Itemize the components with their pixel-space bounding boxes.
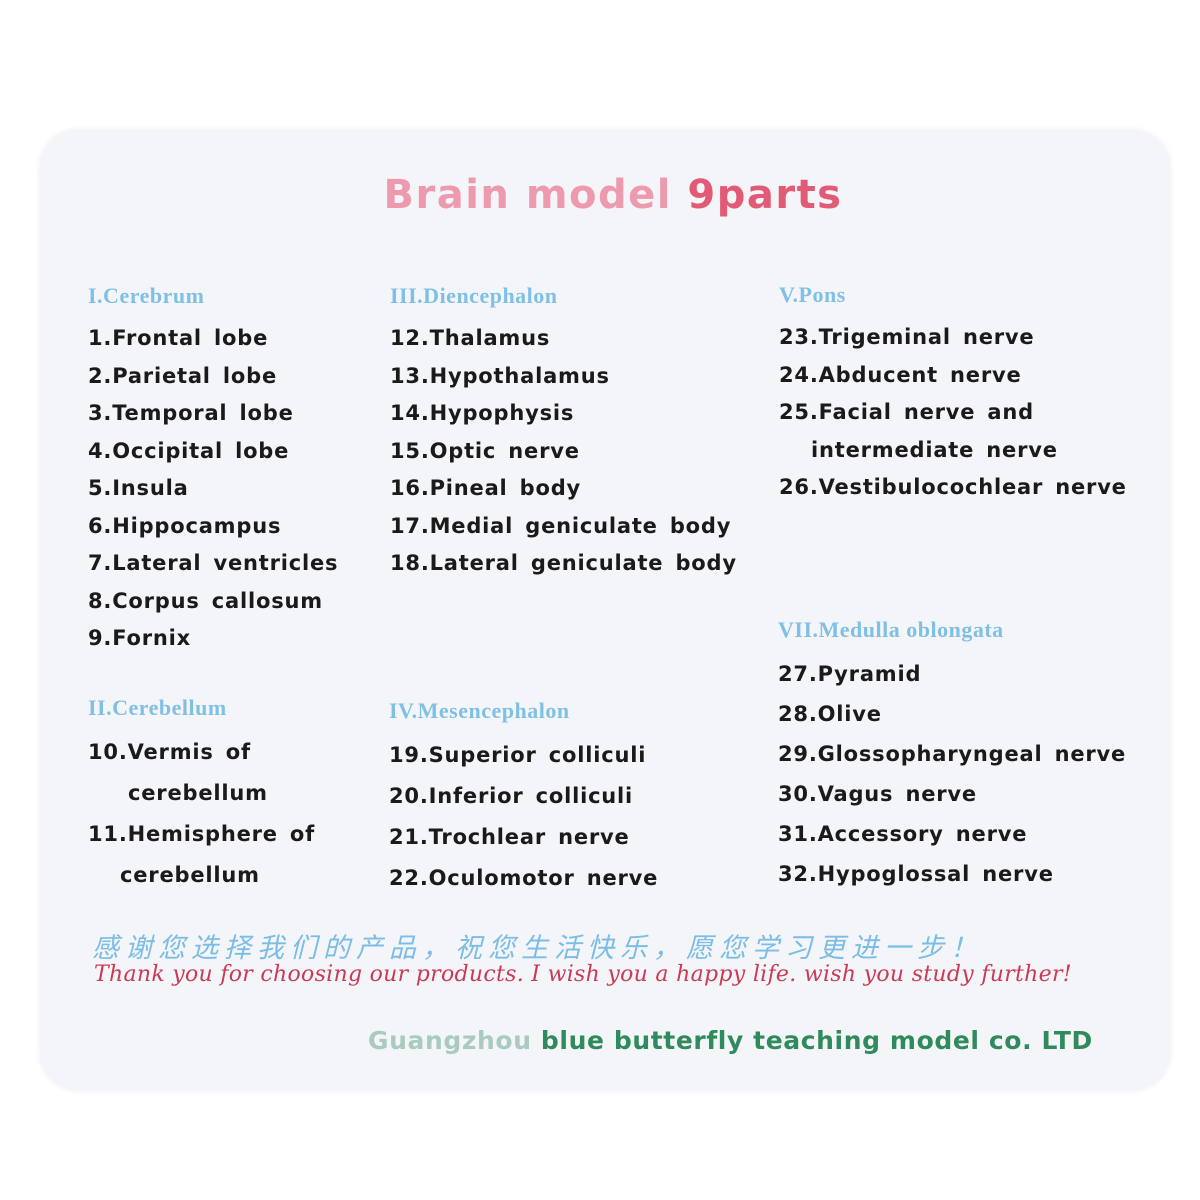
list-item: 14.Hypophysis bbox=[390, 401, 575, 425]
page-title: Brain model 9parts bbox=[0, 172, 1200, 218]
list-item: 5.Insula bbox=[88, 476, 189, 500]
section-heading: II.Cerebellum bbox=[88, 695, 227, 720]
list-item: 31.Accessory nerve bbox=[778, 822, 1028, 846]
list-item: 24.Abducent nerve bbox=[779, 362, 1022, 387]
list-item: 20.Inferior colliculi bbox=[389, 784, 634, 808]
list-item-continuation: cerebellum bbox=[128, 781, 268, 805]
list-item: 28.Olive bbox=[778, 702, 882, 726]
list-item: 15.Optic nerve bbox=[390, 438, 580, 463]
title-part-1: Brain model bbox=[383, 172, 672, 218]
title-part-2: 9parts bbox=[671, 172, 843, 218]
section-heading: V.Pons bbox=[779, 282, 846, 307]
list-item: 21.Trochlear nerve bbox=[389, 825, 630, 849]
list-item: 12.Thalamus bbox=[390, 326, 551, 350]
list-item: 2.Parietal lobe bbox=[88, 363, 278, 388]
list-item: 23.Trigeminal nerve bbox=[779, 325, 1035, 349]
list-item-continuation: cerebellum bbox=[120, 863, 260, 887]
company-name-part-1: Guangzhou bbox=[368, 1026, 541, 1055]
section-diencephalon: III.Diencephalon 12.Thalamus 13.Hypothal… bbox=[390, 280, 737, 583]
section-heading: I.Cerebrum bbox=[88, 283, 205, 308]
section-cerebellum: II.Cerebellum 10.Vermis of cerebellum 11… bbox=[88, 692, 315, 896]
list-item: 10.Vermis of bbox=[88, 740, 251, 764]
list-item: 11.Hemisphere of bbox=[88, 822, 316, 846]
section-heading: IV.Mesencephalon bbox=[389, 698, 570, 723]
list-item: 6.Hippocampus bbox=[88, 513, 282, 538]
thanks-message-chinese: 感谢您选择我们的产品，祝您生活快乐，愿您学习更进一步！ bbox=[92, 933, 983, 964]
list-item: 29.Glossopharyngeal nerve bbox=[778, 742, 1127, 766]
list-item: 8.Corpus callosum bbox=[88, 588, 323, 613]
list-item: 7.Lateral ventricles bbox=[88, 551, 339, 575]
list-item: 19.Superior colliculi bbox=[389, 743, 647, 767]
section-mesencephalon: IV.Mesencephalon 19.Superior colliculi 2… bbox=[389, 695, 658, 899]
list-item: 16.Pineal body bbox=[390, 476, 582, 500]
section-pons: V.Pons 23.Trigeminal nerve 24.Abducent n… bbox=[779, 279, 1127, 507]
list-item: 25.Facial nerve and bbox=[779, 400, 1034, 424]
list-item: 3.Temporal lobe bbox=[88, 401, 294, 425]
section-heading: VII.Medulla oblongata bbox=[778, 617, 1004, 642]
list-item: 30.Vagus nerve bbox=[778, 782, 977, 806]
list-item: 22.Oculomotor nerve bbox=[389, 866, 659, 890]
company-name-part-2: blue butterfly teaching model co. LTD bbox=[540, 1026, 1093, 1055]
list-item: 13.Hypothalamus bbox=[390, 363, 610, 388]
section-cerebrum: I.Cerebrum 1.Frontal lobe 2.Parietal lob… bbox=[88, 280, 338, 658]
list-item-continuation: intermediate nerve bbox=[811, 437, 1058, 462]
label-card bbox=[40, 130, 1170, 1090]
thanks-message-english: Thank you for choosing our products. I w… bbox=[94, 962, 1072, 987]
company-name: Guangzhou blue butterfly teaching model … bbox=[368, 1026, 1093, 1055]
list-item: 18.Lateral geniculate body bbox=[390, 551, 737, 575]
list-item: 9.Fornix bbox=[88, 626, 191, 650]
section-heading: III.Diencephalon bbox=[390, 283, 558, 308]
list-item: 32.Hypoglossal nerve bbox=[778, 862, 1054, 886]
list-item: 27.Pyramid bbox=[778, 662, 922, 686]
list-item: 26.Vestibulocochlear nerve bbox=[779, 475, 1127, 499]
list-item: 1.Frontal lobe bbox=[88, 326, 269, 350]
list-item: 4.Occipital lobe bbox=[88, 438, 290, 463]
section-medulla-oblongata: VII.Medulla oblongata 27.Pyramid 28.Oliv… bbox=[778, 614, 1126, 894]
list-item: 17.Medial geniculate body bbox=[390, 513, 732, 538]
